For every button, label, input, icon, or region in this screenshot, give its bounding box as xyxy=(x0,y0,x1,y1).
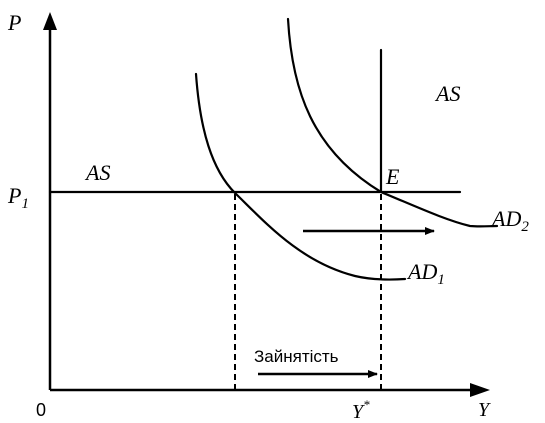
ad2-label: AD2 xyxy=(490,206,529,235)
employment-label: Зайнятість xyxy=(254,347,339,366)
ad1-curve xyxy=(194,72,407,281)
y-axis-arrowhead xyxy=(43,12,57,30)
x-axis-label: Y xyxy=(478,399,491,421)
as-vertical-label: AS xyxy=(434,81,460,106)
ad2-curve xyxy=(286,17,499,228)
origin-label: 0 xyxy=(36,400,46,420)
as-horizontal-label: AS xyxy=(84,160,110,185)
p1-label: P1 xyxy=(7,183,29,212)
y-star-label: Y* xyxy=(352,397,370,423)
x-axis-arrowhead xyxy=(470,383,490,397)
equilibrium-label: E xyxy=(385,164,400,189)
ad1-label: AD1 xyxy=(406,259,445,288)
y-axis-label: P xyxy=(7,10,21,35)
